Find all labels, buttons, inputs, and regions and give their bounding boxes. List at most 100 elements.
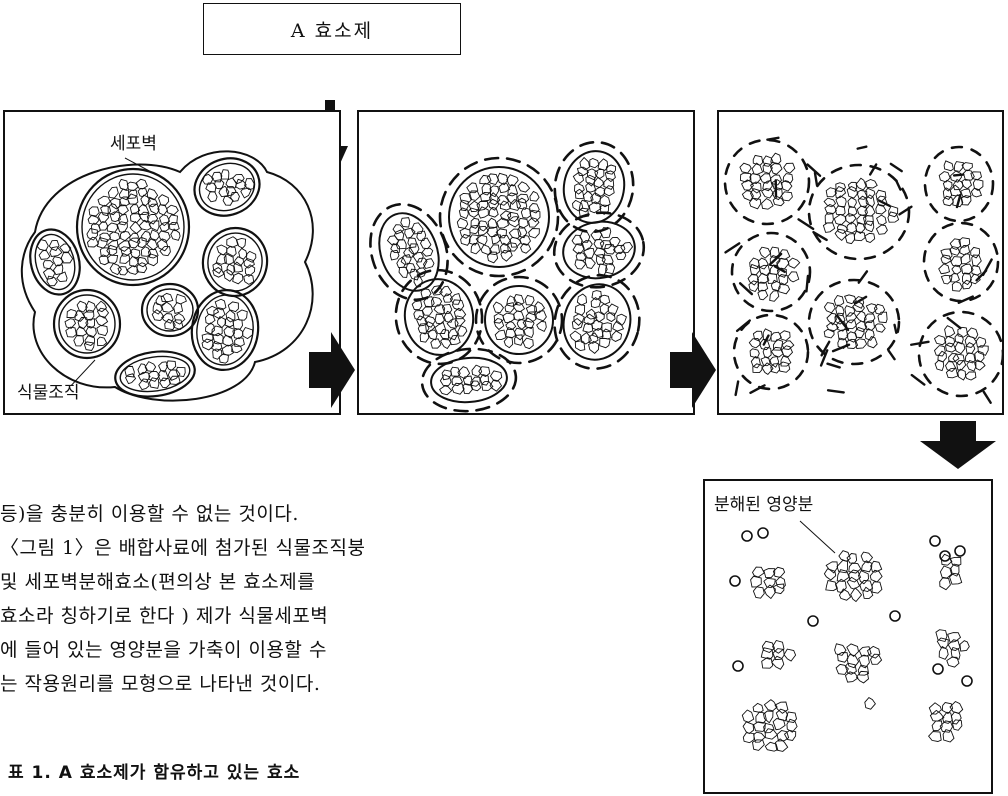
body-line: 및 세포벽분해효소(편의상 본 효소제를: [0, 571, 316, 593]
wall-fragment: [887, 349, 896, 361]
cell-wall-broken: [552, 211, 646, 289]
nutrient-particle: [929, 535, 941, 547]
cell-wall: [448, 166, 550, 268]
leader-line: [799, 520, 836, 554]
wall-fragment: [812, 230, 828, 242]
cell-cluster: [64, 300, 110, 351]
wall-fragment: [819, 349, 829, 367]
wall-fragment: [957, 295, 974, 304]
cell-wall-broken: [438, 156, 560, 278]
panel-wall-degrading: [357, 110, 695, 415]
wall-fragment: [946, 316, 962, 330]
wall-fragment: [955, 194, 962, 209]
cell-cluster: [212, 236, 257, 285]
cell-wall-label: 세포벽: [108, 134, 159, 154]
cell-wall-inner: [198, 162, 256, 212]
cell-wall-inner: [146, 288, 194, 332]
nutrient-particle: [961, 675, 973, 687]
wall-fragment: [749, 384, 766, 395]
nutrient-label: 분해된 영양분: [712, 495, 816, 515]
wall-fragment: [738, 282, 754, 296]
cell-cluster: [864, 697, 876, 710]
nutrient-particle: [741, 530, 753, 542]
cell-wall-broken: [553, 274, 641, 370]
nutrient-particle: [757, 527, 769, 539]
wall-fragment: [831, 343, 851, 353]
cell-cluster: [456, 172, 541, 264]
body-line: 는 작용원리를 모형으로 나타낸 것이다.: [0, 673, 321, 695]
cell-wall: [562, 150, 626, 224]
wall-fragment: [806, 163, 822, 177]
wall-fragment: [982, 390, 992, 404]
cell-cluster: [741, 699, 798, 752]
wall-fragment: [856, 145, 868, 150]
wall-fragment: [889, 162, 903, 173]
nutrient-particle: [889, 610, 901, 622]
wall-fragment: [857, 270, 869, 284]
enzyme-box: A 효소제: [203, 3, 461, 55]
table-caption: 표 1. A 효소제가 함유하고 있는 효소: [8, 763, 301, 783]
nutrient-particle: [729, 575, 741, 587]
leader-line: [124, 157, 156, 175]
cell-wall-inner: [34, 233, 76, 291]
cell-cluster: [750, 566, 786, 600]
cell-cluster: [748, 328, 795, 375]
wall-fragment: [878, 199, 891, 208]
cell-cluster: [151, 292, 187, 331]
nutrient-particle: [932, 663, 944, 675]
cell-cluster: [933, 325, 989, 381]
nutrient-particle: [807, 615, 819, 627]
body-line: 등)을 충분히 이용할 수 없는 것이다.: [0, 503, 299, 525]
cell-cluster: [386, 217, 435, 288]
cell-cluster: [201, 298, 253, 364]
wall-fragment: [735, 319, 751, 333]
wall-fragment: [762, 334, 770, 346]
cell-wall: [190, 289, 260, 371]
cell-cluster: [939, 553, 963, 591]
cell-cluster: [411, 285, 468, 350]
panel-intact-tissue: 세포벽 식물조직: [3, 110, 341, 415]
cell-cluster: [928, 700, 964, 743]
cell-wall-broken: [807, 163, 911, 261]
plant-tissue-label: 식물조직: [15, 383, 82, 403]
cell-cluster: [202, 169, 255, 206]
wall-fragment: [893, 323, 898, 334]
wall-fragment: [768, 252, 783, 266]
wall-fragment: [910, 340, 930, 346]
wall-fragment: [766, 136, 780, 141]
wall-fragment: [805, 274, 810, 293]
wall-fragment: [868, 163, 878, 176]
cell-cluster: [492, 293, 547, 350]
cell-wall-broken: [474, 275, 564, 365]
cell-wall: [52, 288, 122, 360]
panel-wall-fragmented: [717, 110, 1004, 415]
cell-cluster: [834, 643, 883, 684]
cell-wall-broken: [917, 310, 1002, 398]
wall-fragment: [820, 340, 831, 357]
enzyme-label: A 효소제: [290, 19, 374, 42]
cell-wall-inner: [58, 294, 116, 354]
cell-wall: [484, 285, 554, 355]
wall-fragment: [724, 242, 741, 254]
cell-wall-broken: [553, 140, 635, 234]
cell-cluster: [569, 290, 627, 354]
cell-cluster: [935, 629, 970, 668]
cell-cluster: [823, 550, 883, 603]
cell-cluster: [86, 178, 181, 276]
nutrient-particle: [939, 550, 951, 562]
cell-cluster: [938, 237, 982, 292]
wall-fragment: [981, 258, 993, 277]
cell-wall: [562, 220, 636, 280]
body-line: 에 들어 있는 영양분을 가축이 이용할 수: [0, 639, 327, 661]
wall-fragment: [952, 173, 965, 177]
cell-wall-broken: [732, 313, 810, 391]
cell-cluster: [938, 160, 984, 208]
cell-cluster: [747, 246, 801, 302]
down-arrow-icon: [920, 421, 996, 469]
right-arrow-icon: [309, 332, 355, 408]
cell-wall-broken: [420, 347, 518, 413]
cell-cluster: [439, 364, 503, 396]
cell-cluster: [571, 227, 634, 276]
cell-cluster: [124, 360, 186, 391]
cell-wall-inner: [119, 355, 191, 393]
